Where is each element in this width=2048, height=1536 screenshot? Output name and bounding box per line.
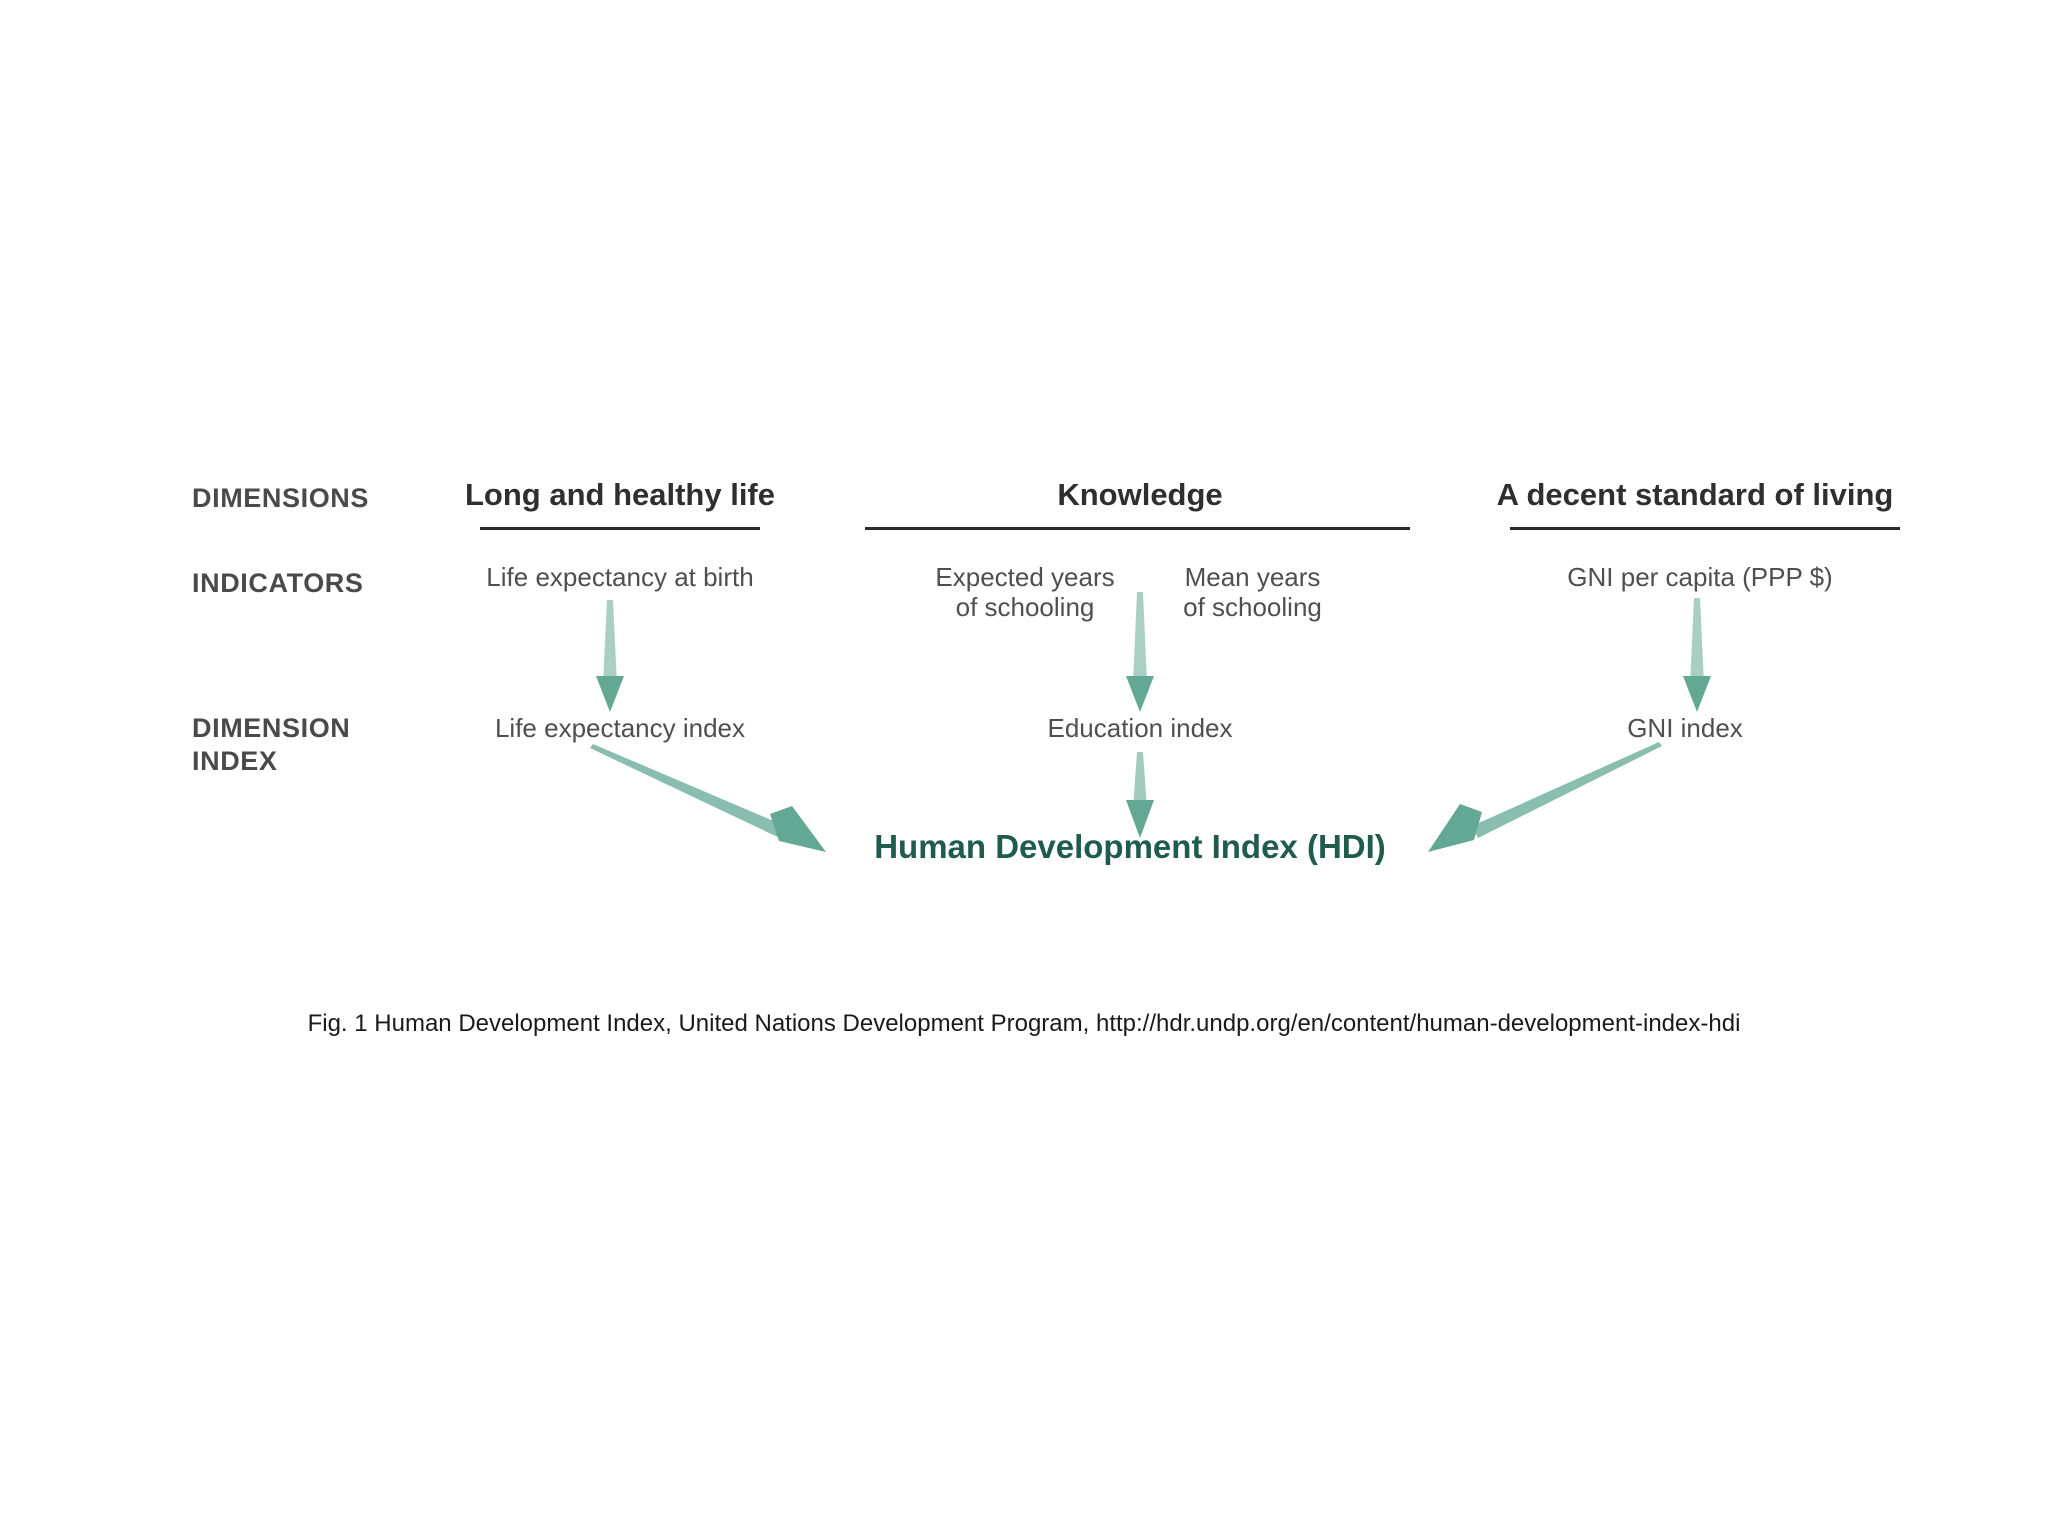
column-heading-knowledge: Knowledge [1057,477,1223,512]
arrow-life-expectancy-to-life-index [596,600,624,712]
figure-caption: Fig. 1 Human Development Index, United N… [307,1010,1741,1037]
column-heading-a-decent-standard-of-living: A decent standard of living [1496,477,1894,512]
row-label-dimensions: DIMENSIONS [192,483,370,513]
indicator-mean-years-of-schooling: Mean years of schooling [1183,562,1322,623]
dimension-index-education-index: Education index [1047,713,1233,743]
dimension-index-life-expectancy-index: Life expectancy index [494,713,746,743]
row-label-indicators: INDICATORS [192,568,364,598]
indicator-expected-years-of-schooling: Expected years of schooling [935,562,1115,623]
arrow-gni-index-to-hdi [1428,742,1662,852]
indicator-gni-per-capita: GNI per capita (PPP $) [1567,562,1833,592]
arrow-gni-per-capita-to-gni-index [1683,598,1711,712]
row-label-dimension-index: DIMENSION INDEX [192,713,351,776]
column-rule-knowledge [865,527,1410,530]
dimension-index-gni-index: GNI index [1627,713,1743,743]
column-heading-long-and-healthy-life: Long and healthy life [464,477,775,512]
arrow-education-index-to-hdi [1126,752,1154,838]
indicator-life-expectancy-at-birth: Life expectancy at birth [486,562,754,592]
human-development-index-title: Human Development Index (HDI) [874,828,1386,865]
arrow-life-index-to-hdi [590,744,826,852]
column-rule-long-and-healthy-life [480,527,760,530]
column-rule-a-decent-standard-of-living [1510,527,1900,530]
